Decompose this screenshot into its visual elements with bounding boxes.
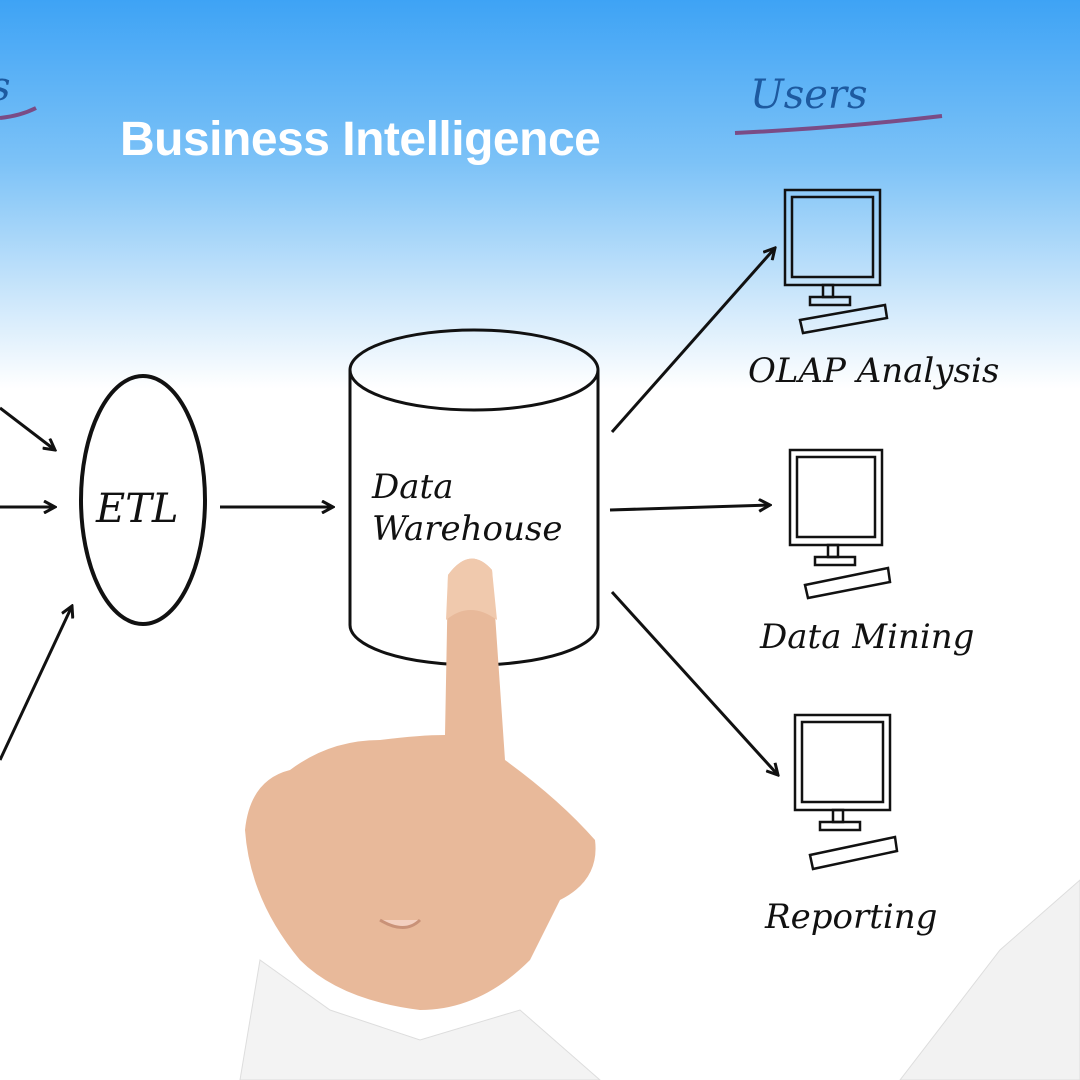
computer-icon [793,713,899,871]
output-arrows [609,248,778,775]
output-label-data-mining: Data Mining [759,617,974,657]
computer-icon [783,188,889,335]
input-arrows [0,406,72,761]
sources-underline [0,106,37,120]
etl-ellipse [79,374,207,626]
output-label-reporting: Reporting [764,897,937,937]
etl-label: ETL [95,486,178,532]
input-arrow [0,606,72,761]
computer-icons [783,188,899,871]
users-underline [734,114,943,135]
warehouse-label-line1: Data [371,467,453,507]
warehouse-label-line2: Warehouse [372,509,562,549]
output-label-olap: OLAP Analysis [748,351,999,391]
input-arrow [0,406,55,450]
users-label: Users [750,72,868,118]
pointing-hand [239,558,1080,1080]
sources-label: s [0,64,11,110]
page-title: Business Intelligence [120,113,601,166]
computer-icon [788,448,892,600]
